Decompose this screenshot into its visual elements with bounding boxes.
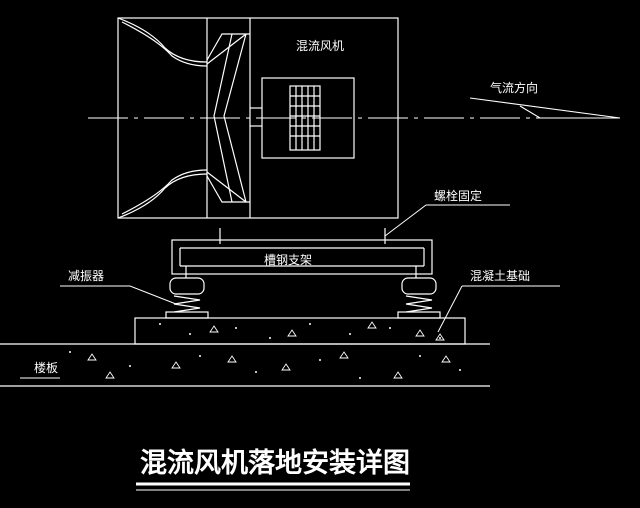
damper-right (397, 277, 441, 319)
floor-slab (0, 343, 490, 387)
vane-diag-2 (206, 171, 247, 203)
hatch-dot (235, 327, 237, 329)
hatch-dot (69, 351, 71, 353)
leader-bolt (384, 204, 427, 237)
hatch-tri (367, 321, 377, 329)
hatch-dot (189, 333, 191, 335)
damper-left-spring (173, 295, 201, 313)
frame-outline (171, 239, 433, 275)
hatch-dot (309, 323, 311, 325)
hatch-dot (459, 369, 461, 371)
hatch-dot (419, 355, 421, 357)
label-channel-steel-frame: 槽钢支架 (264, 253, 312, 267)
label-bolt-fixing: 螺栓固定 (434, 188, 482, 203)
hatch-dot (359, 377, 361, 379)
bellmouth-lower-inner (121, 169, 208, 215)
hatch-tri (227, 355, 237, 363)
hatch-tri (105, 371, 115, 379)
bellmouth-upper-inner (121, 21, 208, 67)
hatch-tri (171, 361, 181, 369)
impeller-chevron-right (223, 33, 247, 203)
hatch-tri (281, 363, 291, 371)
leader-concrete (437, 285, 463, 333)
damper-right-base (397, 311, 441, 319)
hatch-tri (87, 353, 97, 361)
bellmouth-lower-curve (117, 173, 208, 219)
hatch-dot (269, 337, 271, 339)
hatch-dot (349, 333, 351, 335)
concrete-triangles (209, 321, 445, 341)
hatch-dot (129, 365, 131, 367)
hatch-dot (439, 337, 441, 339)
hatch-tri (435, 333, 445, 341)
hatch-dot (389, 327, 391, 329)
label-vibration-damper: 减振器 (68, 269, 104, 283)
concrete-base-outline (134, 317, 466, 345)
bellmouth-upper-curve (117, 17, 208, 63)
channel-steel-frame (171, 228, 433, 278)
damper-left-top (169, 277, 205, 295)
hatch-tri (415, 329, 425, 337)
concrete-base (134, 317, 466, 345)
slab-hatch-tris (87, 351, 451, 379)
label-airflow-direction: 气流方向 (490, 80, 538, 95)
leader-damper (60, 285, 177, 305)
hatch-dot (255, 371, 257, 373)
hatch-tri (209, 325, 219, 333)
damper-left-base (165, 311, 209, 319)
hatch-tri (287, 329, 297, 337)
vane-lower-outer (206, 175, 250, 203)
hatch-dot (159, 323, 161, 325)
damper-right-spring (405, 295, 433, 313)
hatch-tri (393, 371, 403, 379)
hatch-tri (441, 355, 451, 363)
damper-left (165, 277, 209, 319)
impeller-chevron-left (213, 33, 233, 203)
vane-diag-1 (206, 33, 247, 65)
label-fan-name: 混流风机 (296, 39, 344, 53)
label-concrete-base: 混凝土基础 (470, 268, 530, 283)
vane-upper-outer (206, 33, 250, 61)
airflow-arrow (469, 97, 621, 119)
hatch-tri (339, 351, 349, 359)
label-floor-slab: 楼板 (34, 360, 58, 375)
slab-hatch-dots (69, 351, 461, 379)
arrow-head (519, 105, 620, 119)
damper-right-top (401, 277, 437, 295)
arrow-shaft (469, 97, 621, 119)
drawing-title: 混流风机落地安装详图 (140, 447, 410, 479)
leader-lines (20, 204, 560, 379)
concrete-hatch (159, 323, 441, 339)
hatch-dot (199, 355, 201, 357)
hatch-dot (319, 359, 321, 361)
